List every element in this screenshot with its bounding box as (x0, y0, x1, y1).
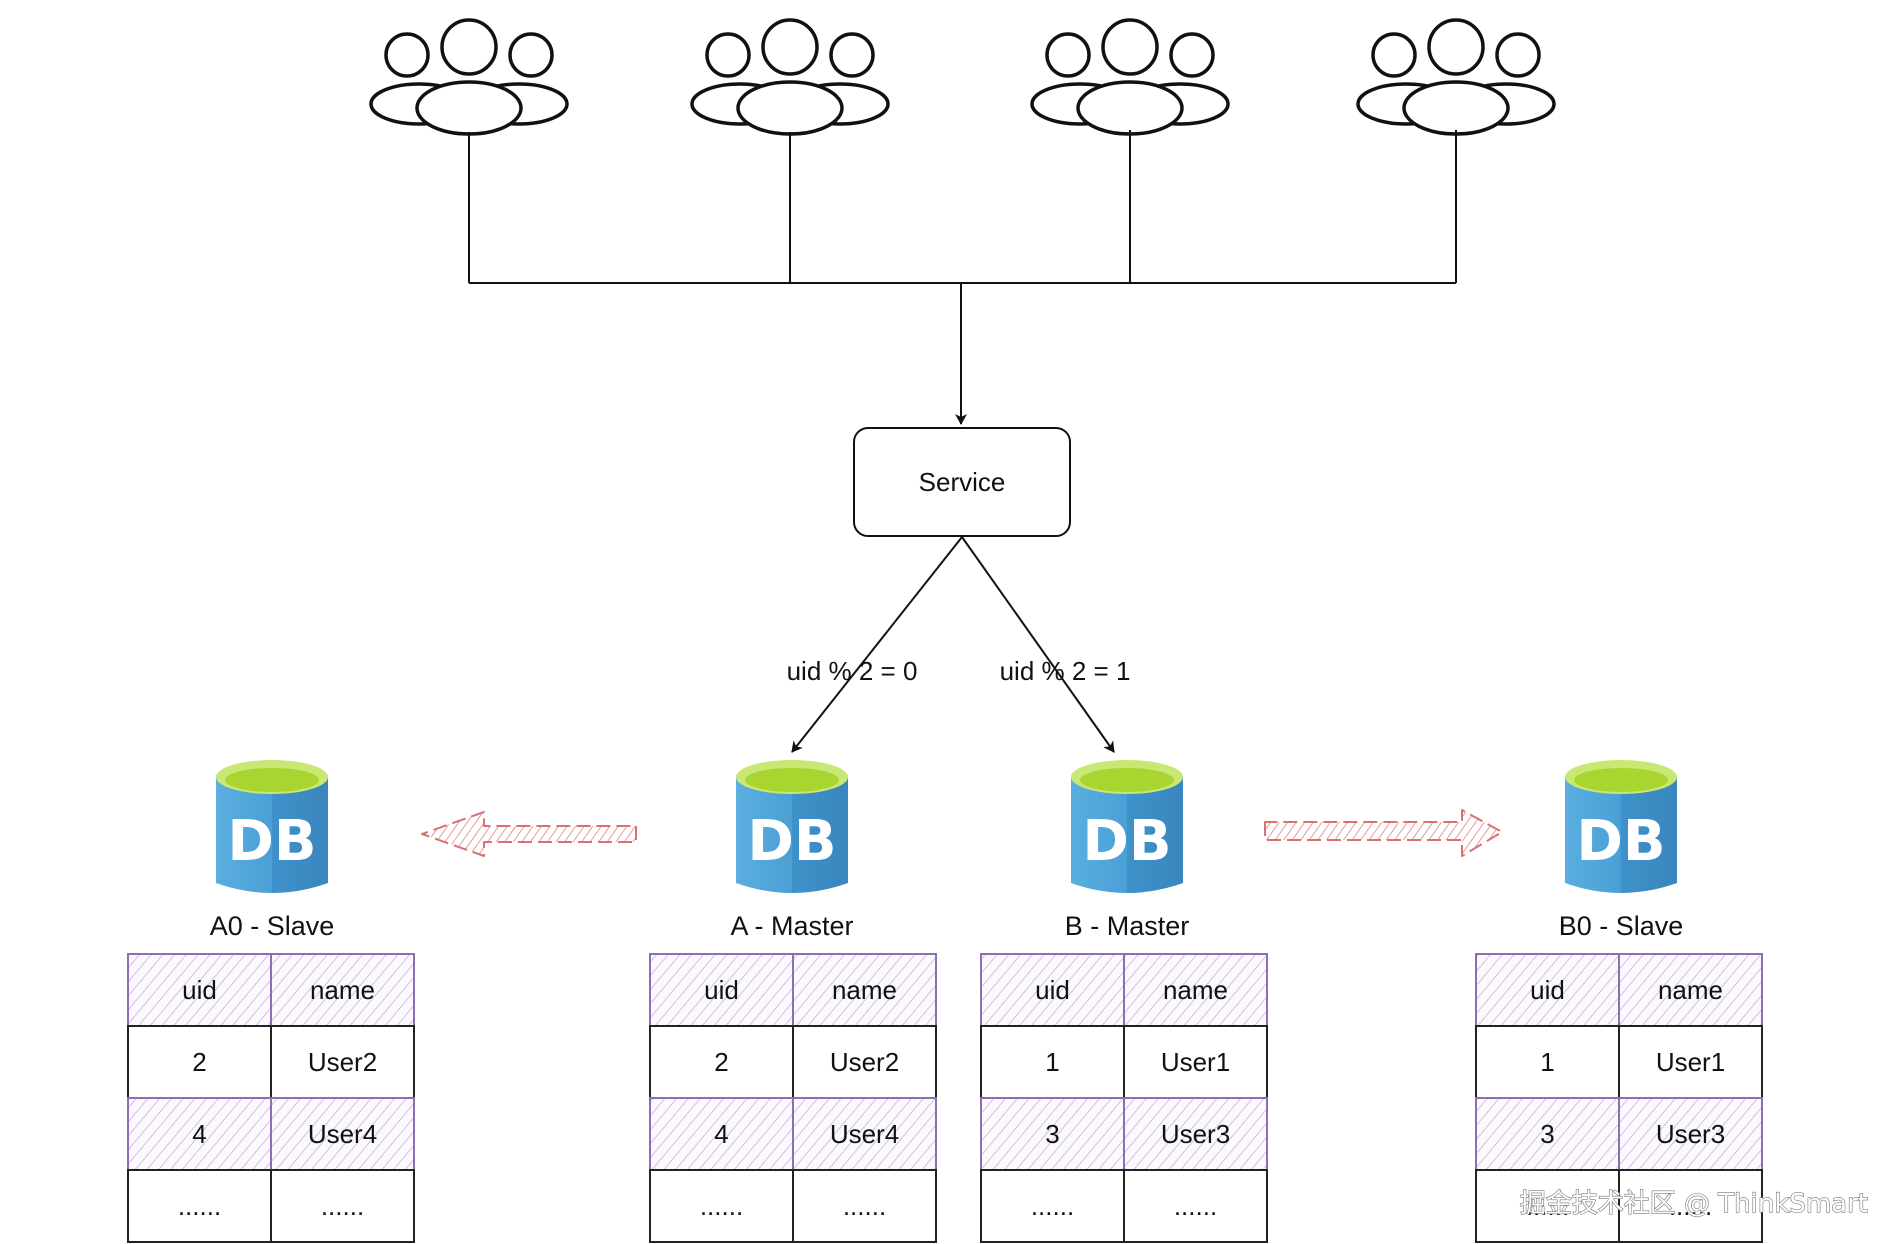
table-row: ............ (980, 1169, 1268, 1243)
table-row: ............ (127, 1169, 415, 1243)
users-icon (1356, 18, 1556, 136)
replication-arrow-b (1264, 809, 1503, 857)
users-icon (690, 18, 890, 136)
table-cell: 4 (714, 1119, 728, 1149)
table-cell: User1 (1161, 1047, 1230, 1077)
table-cell: ...... (700, 1191, 743, 1221)
data-table: uid name 1 User1 3 User3............ (980, 953, 1268, 1243)
table-row: ............ (649, 1169, 937, 1243)
table-row: 2 User2 (127, 1025, 415, 1099)
table-row: 4 User4 (127, 1097, 415, 1171)
users-icon (1030, 18, 1230, 136)
table-cell: 3 (1045, 1119, 1059, 1149)
database-icon-text: DB (1082, 809, 1171, 874)
database-label: B - Master (1065, 911, 1190, 941)
table-header-cell: name (1658, 975, 1723, 1005)
database-label: A0 - Slave (210, 911, 335, 941)
table-header-cell: uid (1530, 975, 1565, 1005)
table-header-cell: name (310, 975, 375, 1005)
table-header-row: uid name (649, 953, 937, 1027)
database-icon-text: DB (1576, 809, 1665, 874)
database-3: DB B - Master uid name 1 User1 3 User3.........… (980, 760, 1268, 1243)
data-table: uid name 1 User1 3 User3............ (1475, 953, 1763, 1243)
table-header-row: uid name (127, 953, 415, 1027)
route-label-even: uid % 2 = 0 (787, 656, 918, 686)
database-icon: DB (736, 760, 848, 893)
table-cell: ...... (1174, 1191, 1217, 1221)
table-cell: 3 (1540, 1119, 1554, 1149)
table-cell: ...... (1031, 1191, 1074, 1221)
table-cell: User2 (830, 1047, 899, 1077)
table-cell: User3 (1161, 1119, 1230, 1149)
database-4: DB B0 - Slave uid name 1 User1 3 User3.........… (1475, 760, 1763, 1243)
table-cell: User4 (308, 1119, 377, 1149)
table-row: 2 User2 (649, 1025, 937, 1099)
table-header-row: uid name (980, 953, 1268, 1027)
table-header-cell: uid (182, 975, 217, 1005)
table-row: ............ (1475, 1169, 1763, 1243)
table-header-cell: uid (704, 975, 739, 1005)
data-table: uid name 2 User2 4 User4............ (127, 953, 415, 1243)
table-row: 1 User1 (1475, 1025, 1763, 1099)
database-label: A - Master (730, 911, 853, 941)
table-cell: 2 (714, 1047, 728, 1077)
user-connectors (468, 130, 1457, 425)
table-cell: ...... (321, 1191, 364, 1221)
route-label-odd: uid % 2 = 1 (1000, 656, 1131, 686)
database-2: DB A - Master uid name 2 User2 4 User4.........… (649, 760, 937, 1243)
service-node: Service (853, 427, 1071, 537)
databases: DB A0 - Slave uid name 2 User2 4 User4.........… (127, 760, 1763, 1243)
table-cell: 1 (1540, 1047, 1554, 1077)
table-cell: User2 (308, 1047, 377, 1077)
table-header-cell: name (832, 975, 897, 1005)
table-row: 3 User3 (980, 1097, 1268, 1171)
database-icon-text: DB (227, 809, 316, 874)
routing-arrows (791, 536, 1115, 753)
watermark: 掘金技术社区 @ ThinkSmart (1520, 1189, 1868, 1219)
database-icon-text: DB (747, 809, 836, 874)
table-cell: ...... (1526, 1191, 1569, 1221)
data-table: uid name 2 User2 4 User4............ (649, 953, 937, 1243)
table-cell: ...... (843, 1191, 886, 1221)
table-cell: 2 (192, 1047, 206, 1077)
database-icon: DB (1565, 760, 1677, 893)
table-cell: ...... (1669, 1191, 1712, 1221)
table-cell: 1 (1045, 1047, 1059, 1077)
table-cell: User4 (830, 1119, 899, 1149)
table-row: 4 User4 (649, 1097, 937, 1171)
table-header-row: uid name (1475, 953, 1763, 1027)
table-header-cell: name (1163, 975, 1228, 1005)
table-row: 1 User1 (980, 1025, 1268, 1099)
database-1: DB A0 - Slave uid name 2 User2 4 User4.........… (127, 760, 415, 1243)
table-cell: ...... (178, 1191, 221, 1221)
database-label: B0 - Slave (1559, 911, 1684, 941)
table-cell: User3 (1656, 1119, 1725, 1149)
table-header-cell: uid (1035, 975, 1070, 1005)
users-icon (369, 18, 569, 136)
user-groups (369, 18, 1556, 136)
replication-arrow-a (421, 811, 637, 857)
database-icon: DB (1071, 760, 1183, 893)
database-icon: DB (216, 760, 328, 893)
table-cell: 4 (192, 1119, 206, 1149)
table-row: 3 User3 (1475, 1097, 1763, 1171)
table-cell: User1 (1656, 1047, 1725, 1077)
service-label: Service (919, 467, 1006, 497)
